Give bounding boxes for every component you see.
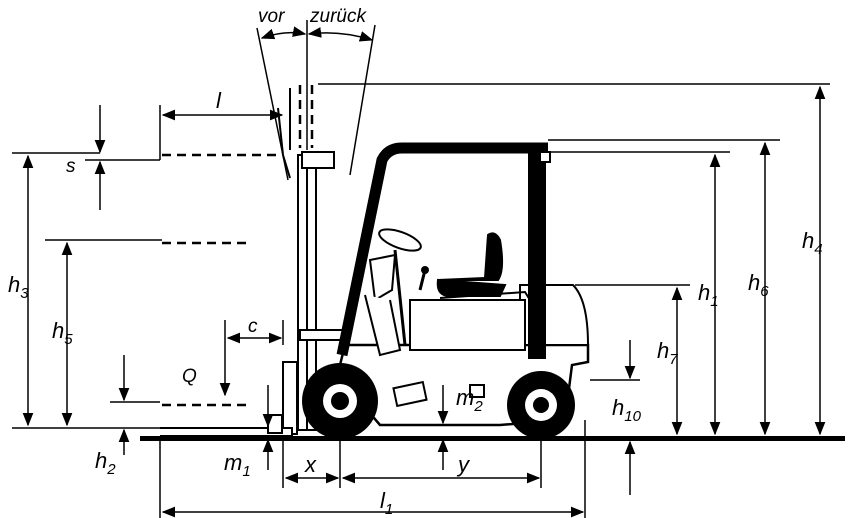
ground-line [140,436,845,441]
steering-wheel [378,228,422,252]
front-wheel [302,363,378,439]
label-y: y [456,452,471,477]
fork-lower [160,427,293,437]
label-s: s [66,156,76,177]
label-vor: vor [258,6,285,27]
label-h4: h4 [802,228,823,258]
dimension-lines [12,83,830,518]
label-c: c [248,316,258,337]
label-Q: Q [182,366,197,387]
dashed-forks [162,85,314,407]
label-h1: h1 [698,280,719,310]
forklift [160,142,590,437]
seat [436,232,507,297]
label-zuruck: zurück [309,6,367,27]
label-m2: m2 [456,385,483,415]
label-l: l [216,88,222,113]
label-m1: m1 [224,450,251,480]
tilt-indicators [256,20,376,181]
rear-wheel [507,371,575,439]
label-h5: h5 [52,318,73,348]
label-x: x [304,452,317,477]
rear-pillar [528,147,546,359]
label-h2: h2 [95,448,116,478]
label-h3: h3 [8,272,29,302]
overhead-guard [336,142,548,357]
label-h7: h7 [657,338,678,368]
label-h10: h10 [612,395,642,425]
label-h6: h6 [748,270,769,300]
label-l1: l1 [380,488,393,518]
